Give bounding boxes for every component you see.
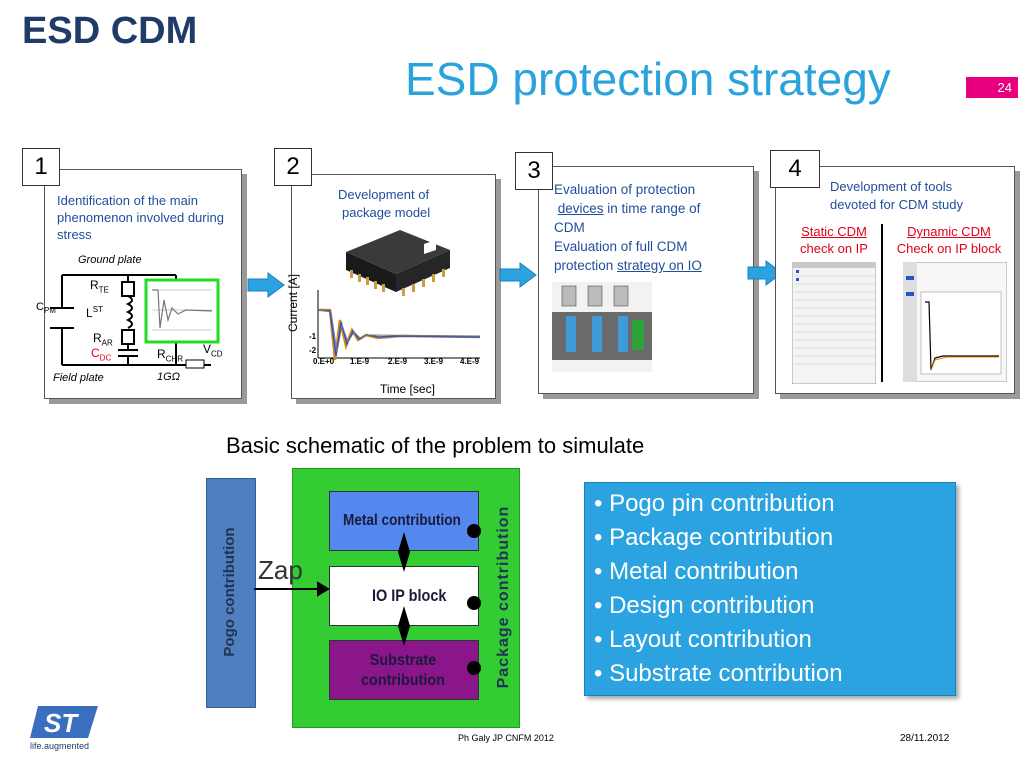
panel-4-text-line1: Development of tools <box>830 179 953 194</box>
bullet-item: • Metal contribution <box>594 558 799 585</box>
io-ip-block-label: IO IP block <box>372 586 447 605</box>
panel-3-number: 3 <box>515 152 553 190</box>
flow-arrow-3 <box>747 260 783 286</box>
panel-2-text-line2: package model <box>342 205 431 220</box>
lst-label: LST <box>86 305 103 320</box>
panel-1-text: Identification of the main phenomenon in… <box>57 193 224 242</box>
bullet-item: • Package contribution <box>594 524 834 551</box>
package-chart-tick-x-1: 1.E-9 <box>350 357 370 366</box>
rar-label: RAR <box>93 331 113 348</box>
footer-author: Ph Galy JP CNFM 2012 <box>458 733 554 743</box>
package-model-chip-image <box>346 230 450 296</box>
panel-3-text: Evaluation of protection devices in time… <box>554 182 702 273</box>
io-ip-block <box>329 566 479 626</box>
schematic-caption: Basic schematic of the problem to simula… <box>226 433 645 458</box>
package-chart-tick-x-0: 0.E+0 <box>313 357 335 366</box>
static-cdm-label: Static CDM check on IP <box>800 224 868 256</box>
substrate-contribution-block <box>329 640 479 700</box>
zap-label: Zap <box>258 555 303 585</box>
panel-1-number: 1 <box>22 148 60 186</box>
panel-4-number: 4 <box>770 150 820 188</box>
flow-arrow-1 <box>247 272 285 298</box>
panel-4-text-line2: devoted for CDM study <box>830 197 963 212</box>
panel-2-number: 2 <box>274 148 312 186</box>
dynamic-cdm-label: Dynamic CDM Check on IP block <box>896 224 1002 256</box>
metal-contribution-label: Metal contribution <box>343 512 461 529</box>
substrate-contribution-label: Substrate contribution <box>361 652 445 689</box>
contribution-bullet-list: • Pogo pin contribution • Package contri… <box>584 482 956 696</box>
package-chart-tick-y-1: -2 <box>309 346 317 355</box>
ground-plate-label: Ground plate <box>78 254 142 266</box>
devices-link[interactable]: devices <box>557 201 604 216</box>
package-chart-x-axis-label: Time [sec] <box>380 382 435 396</box>
static-cdm-tool-screenshot <box>792 262 876 384</box>
one-gohm-label: 1GΩ <box>157 371 181 383</box>
page-number-badge: 24 <box>966 77 1018 98</box>
vcd-label: VCD <box>203 342 223 359</box>
package-chart-tick-y-0: -1 <box>309 332 317 341</box>
protection-device-layout-image <box>552 282 652 372</box>
pogo-contribution-block <box>206 478 256 708</box>
schematic-connectors <box>254 524 481 675</box>
st-logo: ST <box>30 706 98 738</box>
package-current-waveform-chart <box>317 290 481 361</box>
pogo-contribution-label: Pogo contribution <box>221 527 238 657</box>
field-plate-label: Field plate <box>53 372 104 384</box>
footer-date: 28/11.2012 <box>900 733 950 744</box>
svg-text:ST: ST <box>44 708 79 738</box>
logo-tagline: life.augmented <box>30 741 90 751</box>
bullet-item: • Design contribution <box>594 592 815 619</box>
package-chart-tick-x-3: 3.E-9 <box>424 357 444 366</box>
bullet-item: • Pogo pin contribution <box>594 490 835 517</box>
rchr-label: RCHR <box>157 347 184 364</box>
panel-2-text-line1: Development of <box>338 187 430 202</box>
rte-label: RTE <box>90 278 109 295</box>
strategy-on-io-link[interactable]: strategy on IO <box>617 258 702 273</box>
dynamic-cdm-tool-screenshot <box>903 262 1007 382</box>
bullet-item: • Substrate contribution <box>594 660 843 687</box>
cdc-label: CDC <box>91 346 112 363</box>
slide-title: ESD protection strategy <box>405 53 891 105</box>
cdm-circuit-diagram <box>50 274 220 369</box>
cpm-label: CPM <box>36 301 56 316</box>
flow-arrow-2 <box>499 262 537 288</box>
bullet-item: • Layout contribution <box>594 626 812 653</box>
package-chart-y-axis-label: Current [A] <box>286 273 300 332</box>
slide-section-title: ESD CDM <box>22 10 198 52</box>
package-chart-tick-x-4: 4.E-9 <box>460 357 480 366</box>
panel-4-divider <box>881 224 883 382</box>
package-chart-tick-x-2: 2.E-9 <box>388 357 408 366</box>
